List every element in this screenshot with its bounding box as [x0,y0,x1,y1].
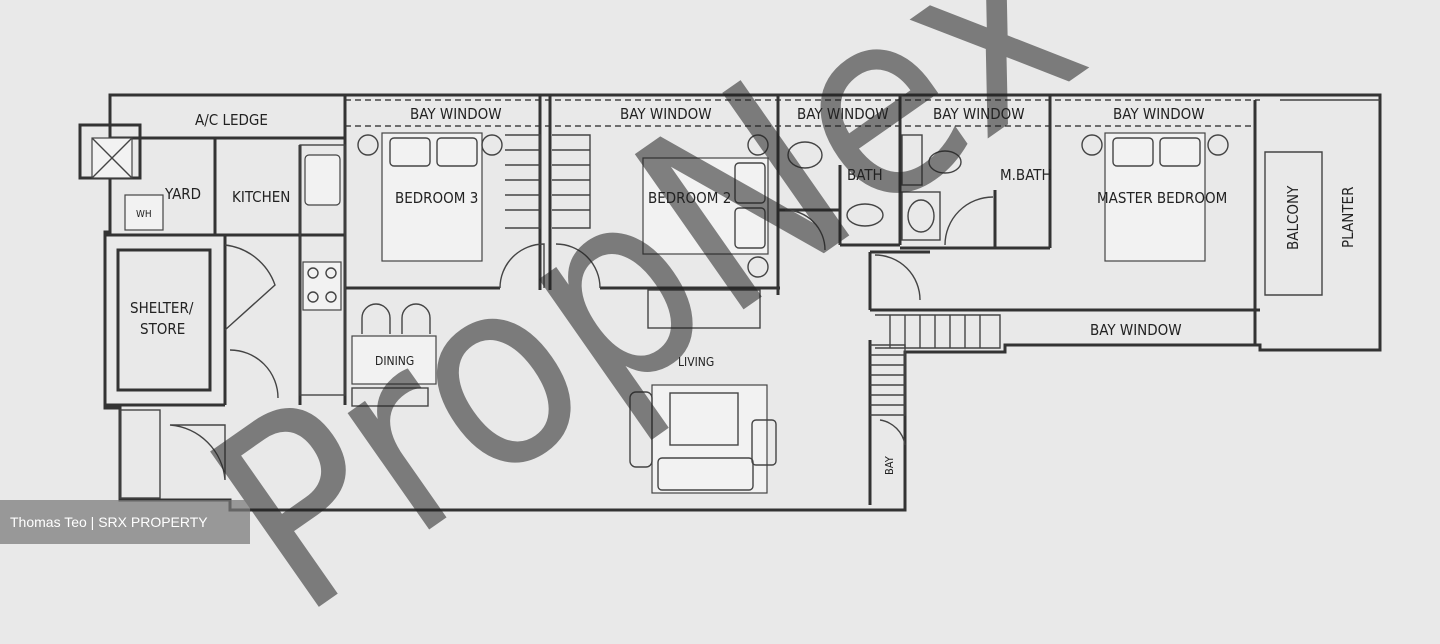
label-bath: BATH [847,166,883,184]
label-shelter-2: STORE [140,320,185,338]
outer-walls [78,93,1382,512]
label-bay-window-4: BAY WINDOW [933,105,1025,123]
label-bay-window-1: BAY WINDOW [410,105,502,123]
label-bay-window-5: BAY WINDOW [1113,105,1205,123]
label-bedroom-3: BEDROOM 3 [395,189,478,207]
label-shelter-1: SHELTER/ [130,299,194,317]
label-kitchen: KITCHEN [232,188,290,206]
label-bay-window-3: BAY WINDOW [797,105,889,123]
watermark-text: PropNex [162,0,1131,644]
label-dining: DINING [375,354,414,368]
label-living: LIVING [678,355,714,369]
label-yard: YARD [164,185,201,203]
room-labels: A/C LEDGE BAY WINDOW BAY WINDOW BAY WIND… [130,105,1357,475]
label-bay-window-6: BAY WINDOW [1090,321,1182,339]
label-planter: PLANTER [1339,187,1357,248]
credit-banner: Thomas Teo | SRX PROPERTY [0,500,250,544]
watermark: PropNex [162,0,1131,644]
label-ac-ledge: A/C LEDGE [195,111,268,129]
label-wh: WH [136,209,152,220]
label-master-bedroom: MASTER BEDROOM [1097,189,1227,207]
label-mbath: M.BATH [1000,166,1052,184]
label-balcony: BALCONY [1284,185,1302,250]
fixtures [91,132,1229,499]
label-bay: BAY [883,455,896,475]
label-bay-window-2: BAY WINDOW [620,105,712,123]
label-bedroom-2: BEDROOM 2 [648,189,731,207]
door-swings [169,196,994,481]
